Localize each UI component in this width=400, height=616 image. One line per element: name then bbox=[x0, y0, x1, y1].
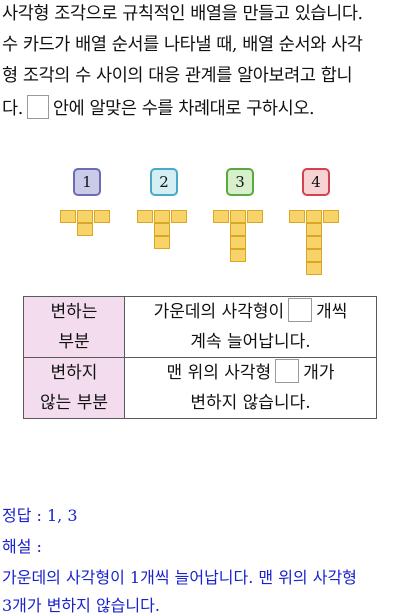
problem-line-2: 수 카드가 배열 순서를 나타낼 때, 배열 순서와 사각 bbox=[2, 35, 363, 55]
row-header-unchanging-line-1: 변하지 bbox=[50, 363, 98, 383]
column-square bbox=[306, 249, 322, 262]
number-card-2: 2 bbox=[150, 168, 178, 196]
column-square bbox=[154, 223, 170, 236]
row-body-unchanging-end: 개가 bbox=[303, 363, 335, 383]
row-header-changing: 변하는 부분 bbox=[23, 296, 125, 358]
column-square bbox=[230, 223, 246, 236]
top-square bbox=[323, 210, 339, 223]
row-body-changing-end: 개씩 bbox=[316, 302, 348, 322]
problem-line-1: 사각형 조각으로 규칙적인 배열을 만들고 있습니다. bbox=[2, 4, 363, 24]
correspondence-table: 변하는 부분 가운데의 사각형이 개씩 계속 늘어납니다. 변하지 않는 부분 맨… bbox=[23, 296, 377, 419]
row-body-changing-start: 가운데의 사각형이 bbox=[153, 302, 285, 322]
top-square bbox=[247, 210, 263, 223]
row-body-unchanging-line-2: 변하지 않습니다. bbox=[190, 393, 311, 413]
explanation-line-1: 가운데의 사각형이 1개씩 늘어납니다. 맨 위의 사각형 bbox=[2, 568, 357, 587]
column-square bbox=[306, 223, 322, 236]
row-body-changing-line-2: 계속 늘어납니다. bbox=[190, 332, 311, 352]
table-row-changing: 변하는 부분 가운데의 사각형이 개씩 계속 늘어납니다. bbox=[23, 296, 377, 358]
row-body-changing: 가운데의 사각형이 개씩 계속 늘어납니다. bbox=[124, 296, 377, 358]
column-square bbox=[306, 262, 322, 275]
explanation-label: 해설 : bbox=[2, 537, 42, 556]
top-square bbox=[94, 210, 110, 223]
top-square bbox=[230, 210, 246, 223]
changing-blank-box bbox=[288, 298, 313, 322]
top-square bbox=[137, 210, 153, 223]
top-square bbox=[171, 210, 187, 223]
pattern-figures: 1 2 3 4 bbox=[0, 165, 400, 285]
row-body-unchanging-start: 맨 위의 사각형 bbox=[166, 363, 272, 383]
number-card-4: 4 bbox=[302, 168, 330, 196]
problem-line-3: 형 조각의 수 사이의 대응 관계를 알아보려고 합니 bbox=[2, 66, 353, 86]
number-card-3: 3 bbox=[226, 168, 254, 196]
answer-line: 정답 : 1, 3 bbox=[2, 506, 78, 525]
problem-line-4-end: 안에 알맞은 수를 차례대로 구하시오. bbox=[52, 99, 315, 119]
problem-line-4-start: 다. bbox=[2, 99, 23, 119]
column-square bbox=[230, 249, 246, 262]
column-square bbox=[77, 223, 93, 236]
row-body-unchanging-line-1: 맨 위의 사각형 개가 bbox=[125, 358, 376, 388]
row-header-unchanging-line-2: 않는 부분 bbox=[40, 393, 108, 413]
row-header-unchanging: 변하지 않는 부분 bbox=[23, 357, 125, 419]
top-square bbox=[306, 210, 322, 223]
column-square bbox=[306, 236, 322, 249]
problem-line-4: 다. 안에 알맞은 수를 차례대로 구하시오. bbox=[2, 95, 315, 121]
table-row-unchanging: 변하지 않는 부분 맨 위의 사각형 개가 변하지 않습니다. bbox=[23, 357, 377, 419]
unchanging-blank-box bbox=[275, 359, 300, 383]
top-square bbox=[289, 210, 305, 223]
number-card-1: 1 bbox=[73, 168, 101, 196]
row-header-changing-line-2: 부분 bbox=[58, 332, 90, 352]
column-square bbox=[154, 236, 170, 249]
top-square bbox=[77, 210, 93, 223]
column-square bbox=[230, 236, 246, 249]
row-body-changing-line-1: 가운데의 사각형이 개씩 bbox=[125, 297, 376, 327]
top-square bbox=[60, 210, 76, 223]
row-header-changing-line-1: 변하는 bbox=[50, 302, 98, 322]
row-body-unchanging: 맨 위의 사각형 개가 변하지 않습니다. bbox=[124, 357, 377, 419]
answer-blank-box bbox=[26, 95, 49, 119]
explanation-line-2: 3개가 변하지 않습니다. bbox=[2, 596, 160, 615]
top-square bbox=[154, 210, 170, 223]
top-square bbox=[213, 210, 229, 223]
